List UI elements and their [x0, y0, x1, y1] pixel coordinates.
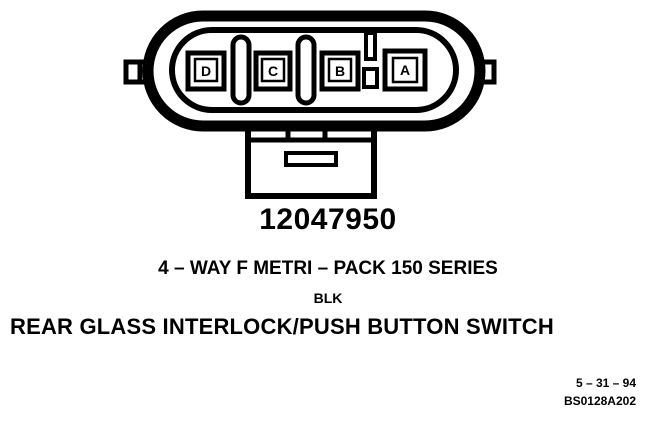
- pin-cavity-d: D: [185, 50, 227, 92]
- pin-label: B: [335, 63, 345, 79]
- pin-cavity-b: B: [319, 50, 361, 92]
- part-number: 12047950: [259, 203, 397, 236]
- wire-color: BLK: [313, 290, 343, 306]
- polarization-key: [364, 31, 377, 61]
- pin-cavity-c: C: [253, 50, 293, 92]
- pin-label: C: [268, 63, 278, 79]
- cavity-divider: [295, 34, 317, 106]
- figure-id: BS0128A202: [563, 394, 636, 408]
- pin-label: D: [201, 63, 211, 79]
- connector-type: 4 – WAY F METRI – PACK 150 SERIES: [158, 258, 498, 279]
- date-code: 5 – 31 – 94: [575, 376, 636, 390]
- polarization-key: [362, 67, 379, 89]
- application-label: REAR GLASS INTERLOCK/PUSH BUTTON SWITCH: [10, 314, 554, 339]
- pin-cavity-a: A: [382, 48, 428, 92]
- cavity-divider: [230, 34, 252, 106]
- pin-label: A: [400, 62, 410, 78]
